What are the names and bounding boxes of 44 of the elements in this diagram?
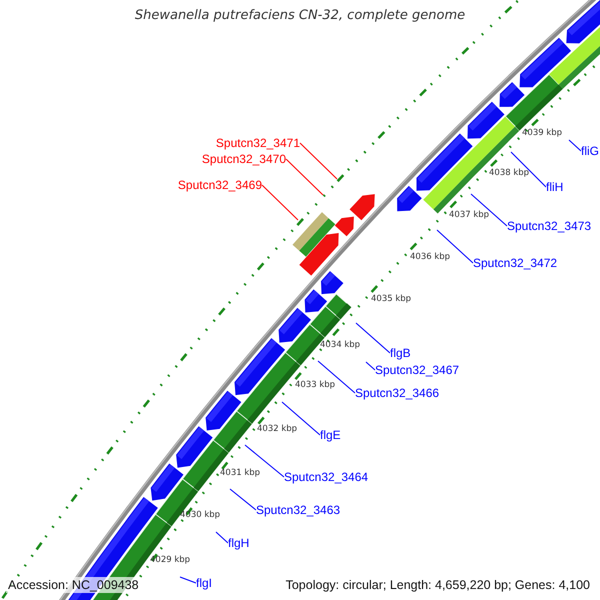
leader-line [568,140,582,152]
leader-line [510,152,546,188]
gene-label: Sputcn32_3472 [473,256,558,270]
leader-line [230,488,256,510]
gene-label: flgE [320,428,341,442]
leader-line [180,576,196,584]
scale-label: 4034 kbp [320,340,360,350]
scale-label: 4039 kbp [522,128,562,138]
leader-line [262,184,298,220]
gene-label: flgB [390,346,411,360]
leader-line [244,444,284,478]
scale-label: 4032 kbp [257,424,298,434]
gene-label: fliH [546,180,564,194]
leader-line [470,194,508,226]
gene-label: Sputcn32_3470 [202,152,286,166]
scale-label: 4036 kbp [410,252,450,262]
gene-label: flgI [196,576,212,590]
leader-line [216,532,228,544]
map-title: Shewanella putrefaciens CN-32, complete genome [134,8,466,23]
scale-label: 4037 kbp [449,210,490,220]
scale-label: 4035 kbp [371,294,412,304]
gene-label: Sputcn32_3471 [216,136,300,150]
scale-label: 4029 kbp [150,555,190,565]
gene-label: Sputcn32_3467 [375,363,460,377]
gene-label: Sputcn32_3469 [178,178,262,192]
leader-line [356,322,390,354]
scale-label: 4038 kbp [489,168,530,178]
leader-line [300,142,338,180]
scale-label: 4030 kbp [180,510,220,520]
leader-line [436,230,474,264]
leader-line [282,402,320,436]
gene-label: Sputcn32_3473 [507,219,592,233]
accession-text: Accession: NC_009438 [6,577,141,593]
scale-label: 4033 kbp [295,380,336,390]
scale-label: 4031 kbp [220,468,260,478]
leader-line [318,360,356,394]
gene-label: Sputcn32_3466 [355,386,440,400]
gene-label: Sputcn32_3463 [256,503,340,517]
leader-line [286,158,324,196]
leader-line [366,362,376,370]
gene-label: fliG [581,144,599,158]
gene-label: Sputcn32_3464 [284,470,368,484]
genome-stats-text: Topology: circular; Length: 4,659,220 bp; Genes: 4,100 [284,577,591,593]
gene-label: flgH [228,536,250,550]
